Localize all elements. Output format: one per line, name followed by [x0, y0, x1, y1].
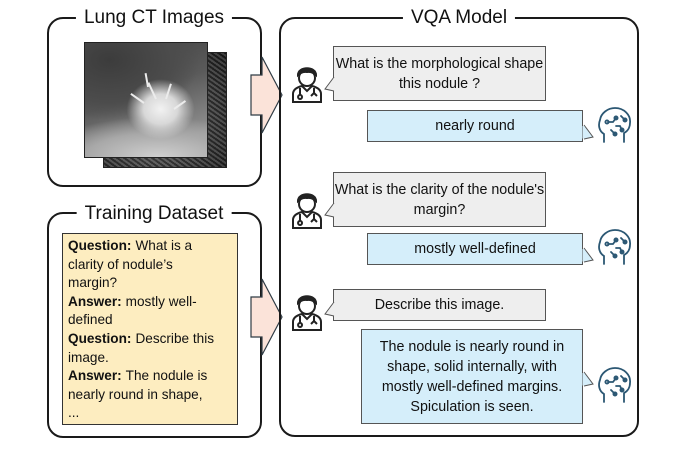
ct-slice-front-image: [84, 42, 208, 158]
doctor-icon: [292, 295, 322, 331]
qa-line: image.: [68, 349, 109, 365]
vqa-model-title: VQA Model: [402, 7, 516, 29]
question-bubble: What is the clarity of the nodule's marg…: [324, 172, 546, 227]
qa-line: Answer:The nodule is: [68, 368, 208, 384]
arrow-right-icon: [250, 278, 283, 356]
ai-brain-icon: [598, 107, 631, 143]
question-bubble: Describe this image.: [324, 289, 546, 321]
ai-brain-icon: [598, 229, 631, 265]
question-text: Describe this image.: [374, 297, 505, 313]
qa-line: Answer:mostly well-: [68, 293, 197, 309]
answer-text: The nodule is nearly round in shape, sol…: [379, 338, 565, 415]
qa-line: clarity of nodule’s: [68, 256, 173, 272]
question-text: What is the clarity of the nodule's marg…: [334, 181, 545, 218]
qa-line: nearly round in shape,: [68, 386, 203, 402]
doctor-icon: [292, 67, 322, 103]
training-dataset-title: Training Dataset: [76, 203, 232, 225]
answer-text: nearly round: [435, 118, 515, 134]
training-dataset-box: Question:What is a clarity of nodule’s m…: [62, 233, 238, 425]
arrow-right-icon: [250, 56, 283, 134]
qa-line: ...: [68, 405, 80, 421]
doctor-icon: [292, 193, 322, 229]
answer-text: mostly well-defined: [414, 241, 536, 257]
question-text: What is the morphological shape this nod…: [335, 55, 544, 92]
qa-line: defined: [68, 312, 113, 328]
qa-line: Question:Describe this: [68, 330, 215, 346]
qa-line: margin?: [68, 275, 118, 291]
ct-images-title: Lung CT Images: [75, 7, 233, 29]
answer-bubble: nearly round: [367, 110, 594, 142]
qa-line: Question:What is a: [68, 238, 193, 253]
question-bubble: What is the morphological shape this nod…: [324, 46, 546, 101]
ai-brain-icon: [598, 367, 631, 403]
answer-bubble: The nodule is nearly round in shape, sol…: [361, 329, 594, 424]
answer-bubble: mostly well-defined: [367, 233, 594, 265]
